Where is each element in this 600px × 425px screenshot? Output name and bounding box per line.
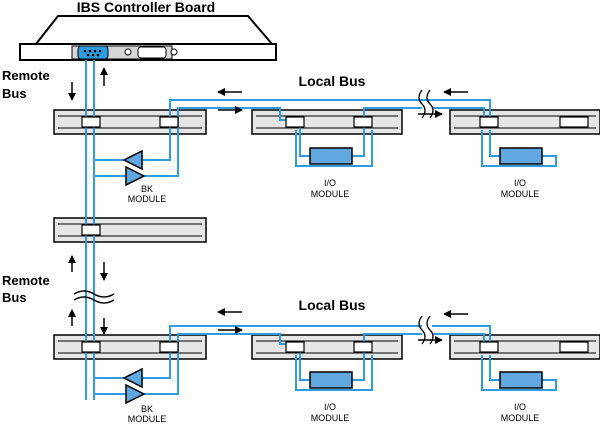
direction-arrows [68,67,468,344]
io-module-label-1-line2: MODULE [311,189,350,199]
din-rails [53,109,600,360]
remote-bus-label-mid-line2: Bus [2,290,27,305]
bk-module-label-bottom-line2: MODULE [128,414,167,424]
io-modules [309,147,543,389]
remote-bus-break [73,290,115,304]
bk-module-label-top-line2: MODULE [128,194,167,204]
db9-connector-blue [77,45,109,60]
io-module-label-4-line1: I/O [514,402,526,412]
io-module-label-1-line1: I/O [324,178,336,188]
io-module-label-4-line2: MODULE [501,413,540,423]
io-module-label-2-line1: I/O [514,178,526,188]
io-module-label-3-line2: MODULE [311,413,350,423]
remote-bus-label-top-line1: Remote [2,68,50,83]
remote-bus-label-mid-line1: Remote [2,273,50,288]
local-bus-label-top: Local Bus [299,73,366,89]
bk-module-top [122,149,146,187]
slot-right-top [559,116,589,128]
controller-board [19,15,277,61]
rail-clips [81,116,499,353]
io-module-label-3-line1: I/O [324,402,336,412]
local-bus-label-bottom: Local Bus [299,297,366,313]
db9-connector [124,46,178,59]
io-module-label-2-line2: MODULE [501,189,540,199]
bk-module-bottom [122,367,146,405]
local-bus-wiring-top [93,99,557,177]
bk-module-label-top-line1: BK [141,184,153,194]
remote-bus-label-top-line2: Bus [2,86,27,101]
slot-right-bottom [559,341,589,353]
bk-module-label-bottom-line1: BK [141,404,153,414]
diagram-title: IBS Controller Board [77,0,215,15]
